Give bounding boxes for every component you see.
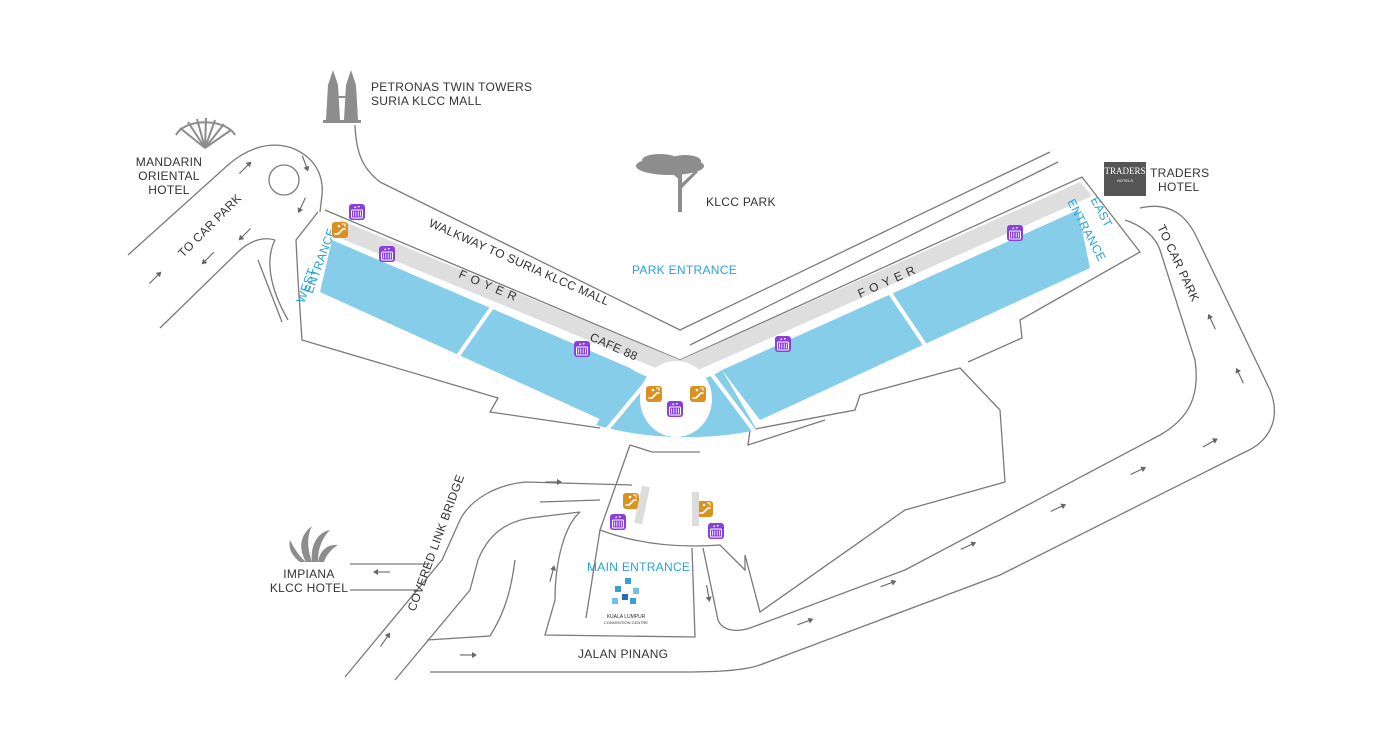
elevator-icon bbox=[666, 400, 684, 418]
escalator-icon bbox=[645, 385, 663, 403]
elevator-icon bbox=[609, 513, 627, 531]
petronas-label-1: PETRONAS TWIN TOWERS bbox=[371, 80, 532, 94]
petronas-twin-towers-icon bbox=[323, 70, 361, 123]
escalator-icon bbox=[331, 221, 349, 239]
mandarin-label-2: ORIENTAL bbox=[138, 169, 200, 183]
main-entrance-label: MAIN ENTRANCE bbox=[587, 560, 690, 574]
escalator-icon bbox=[622, 492, 640, 510]
to-car-park-west-label: TO CAR PARK bbox=[175, 191, 244, 260]
impiana-logo-icon bbox=[289, 526, 338, 562]
traders-logo-icon: TRADERS HOTELS bbox=[1104, 162, 1146, 196]
exhibition-halls bbox=[320, 210, 1090, 438]
covered-link-bridge-label: COVERED LINK BRIDGE bbox=[405, 473, 468, 613]
jalan-pinang-label: JALAN PINANG bbox=[578, 647, 668, 661]
elevator-icon bbox=[378, 245, 396, 263]
escalator-icon bbox=[696, 500, 714, 518]
klcc-logo-icon: KUALA LUMPUR CONVENTION CENTRE bbox=[604, 578, 649, 625]
klcc-park-tree-icon bbox=[636, 154, 704, 212]
elevator-icon bbox=[1006, 224, 1024, 242]
elevator-icon bbox=[348, 203, 366, 221]
elevator-icon bbox=[774, 335, 792, 353]
impiana-label-1: IMPIANA bbox=[283, 567, 334, 581]
mandarin-fan-icon bbox=[175, 117, 236, 149]
klcc-park-label: KLCC PARK bbox=[706, 195, 776, 209]
mandarin-label-3: HOTEL bbox=[148, 183, 190, 197]
traders-label-1: TRADERS bbox=[1150, 166, 1209, 180]
pillar bbox=[634, 485, 650, 525]
petronas-label-2: SURIA KLCC MALL bbox=[371, 94, 482, 108]
klcc-logo-line1: KUALA LUMPUR bbox=[607, 614, 646, 620]
elevator-icon bbox=[707, 522, 725, 540]
elevator-icon bbox=[573, 340, 591, 358]
escalator-icon bbox=[689, 385, 707, 403]
park-entrance-label: PARK ENTRANCE bbox=[632, 263, 737, 277]
traders-label-2: HOTEL bbox=[1158, 180, 1200, 194]
traders-logo-sub: HOTELS bbox=[1117, 178, 1133, 183]
traders-logo-text: TRADERS bbox=[1104, 166, 1145, 176]
klcc-logo-line2: CONVENTION CENTRE bbox=[604, 620, 649, 625]
mandarin-label-1: MANDARIN bbox=[136, 155, 202, 169]
impiana-label-2: KLCC HOTEL bbox=[270, 581, 348, 595]
pillar bbox=[692, 492, 699, 526]
